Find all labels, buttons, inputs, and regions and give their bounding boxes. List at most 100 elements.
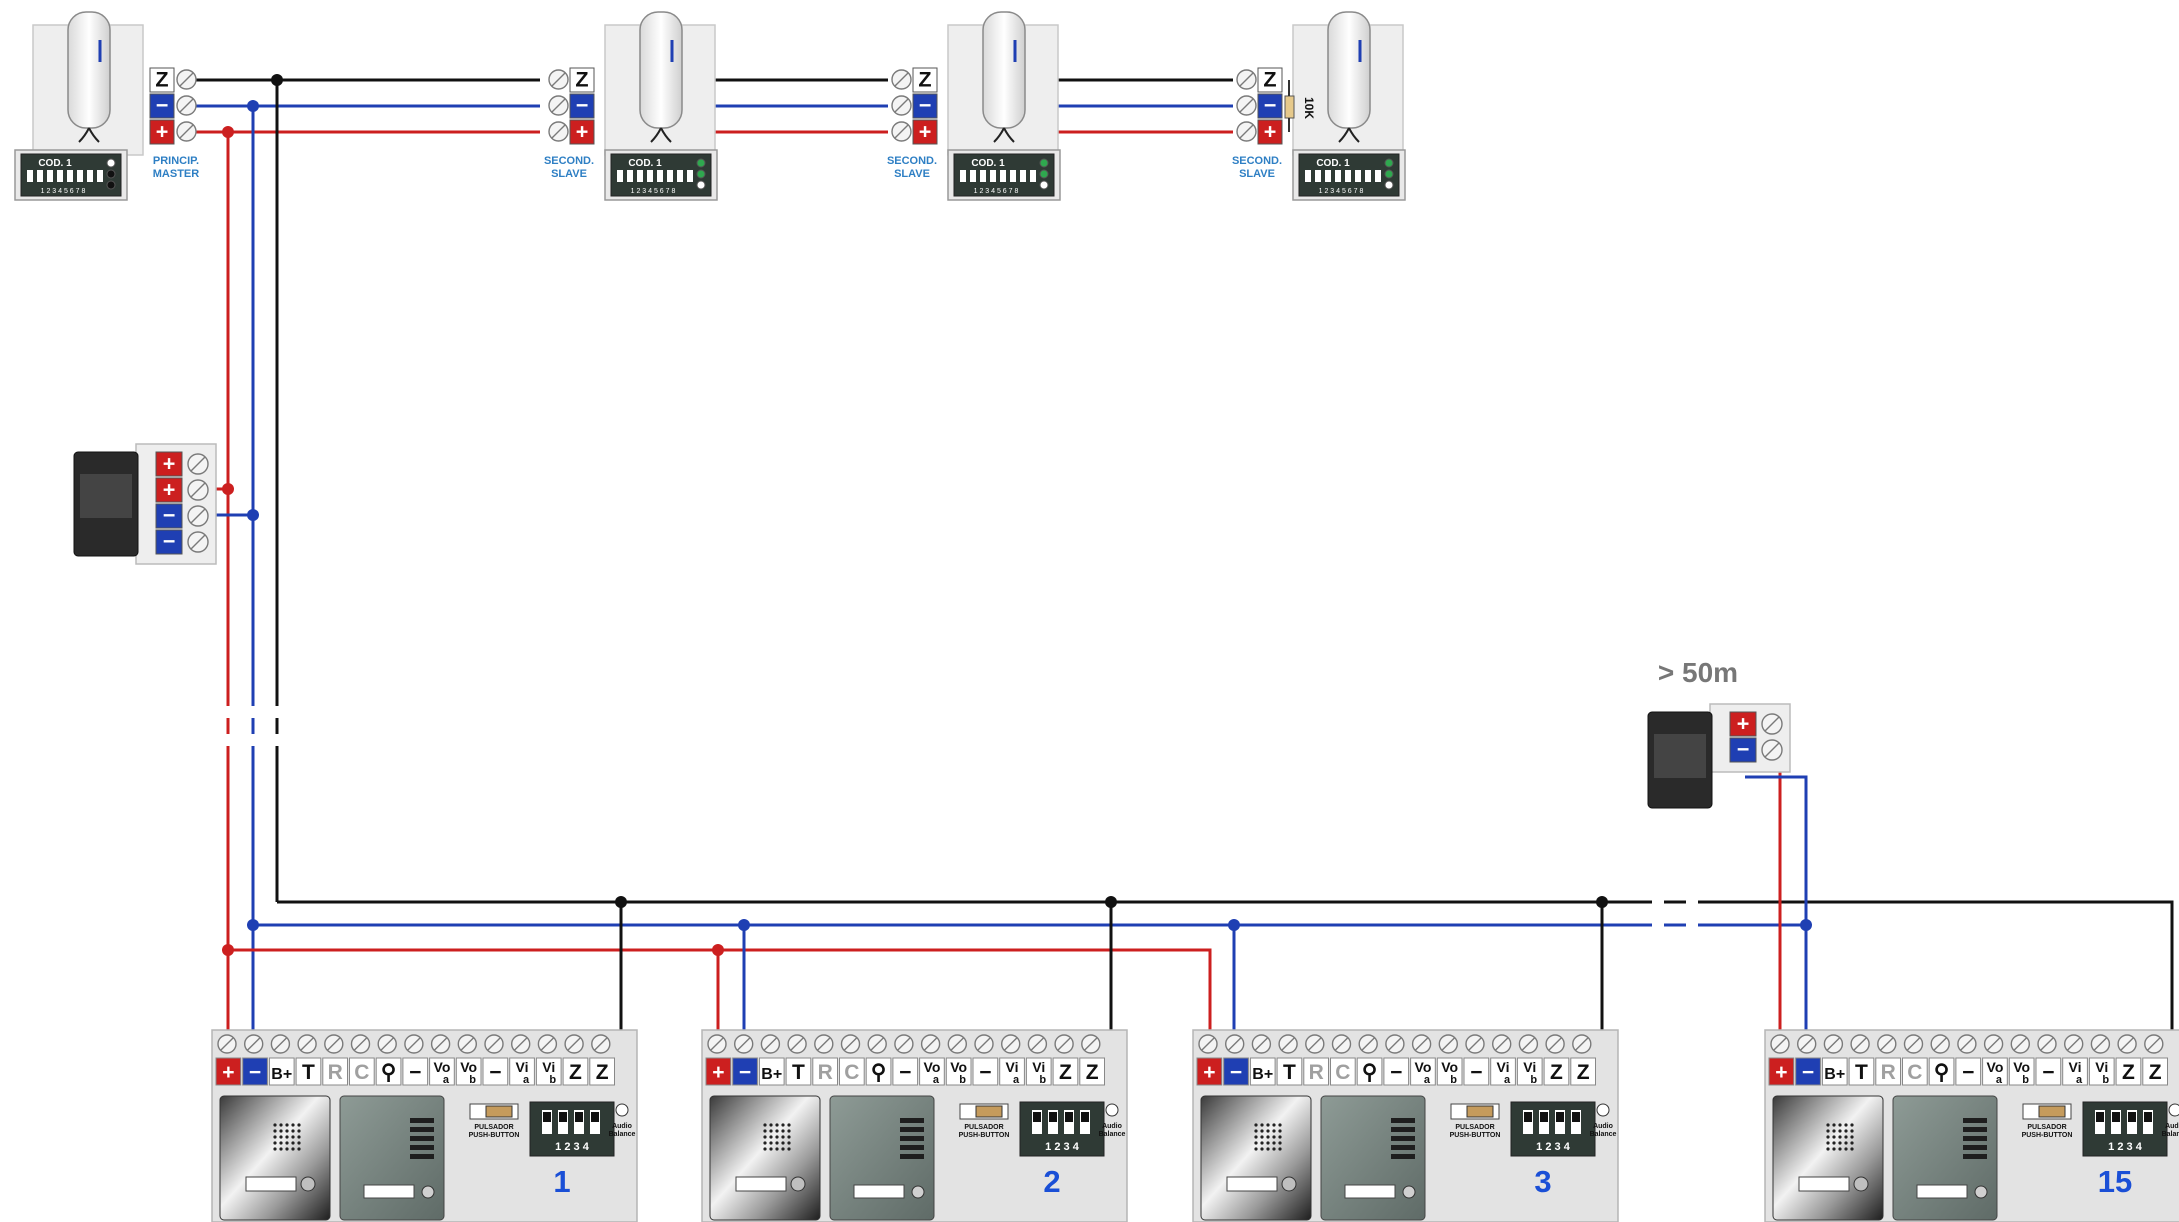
name-card	[245, 1176, 297, 1192]
dip-numbers: 1 2 3 4	[555, 1141, 590, 1153]
speaker-grille-dot	[1260, 1147, 1264, 1151]
panel-terminal-sub: a	[443, 1074, 450, 1086]
panel-terminal-label: Vi	[1497, 1059, 1510, 1075]
speaker-grille-dot	[775, 1129, 779, 1133]
panel-terminal-label: −	[409, 1061, 421, 1084]
panel-terminal-label: Vi	[1523, 1059, 1536, 1075]
panel-terminal	[919, 1057, 945, 1086]
panel-terminal-label: C	[354, 1061, 369, 1084]
panel-terminal	[2008, 1057, 2035, 1086]
handset-cord	[1338, 127, 1360, 143]
panel-terminal	[1955, 1057, 1982, 1086]
speaker-grille-dot	[297, 1123, 301, 1127]
speaker-grille-dot	[285, 1141, 289, 1145]
panel-terminal-sub: a	[933, 1074, 940, 1086]
screw-slot	[567, 1037, 581, 1051]
psu-label-plate	[1654, 734, 1706, 778]
speaker-grille-dot	[1278, 1123, 1282, 1127]
pushbutton-label: PULSADOR	[2027, 1124, 2066, 1131]
screw-slot	[1986, 1037, 2001, 1051]
call-button-icon	[1402, 1185, 1416, 1199]
junction-dot	[247, 919, 259, 931]
speaker-grille-dot	[1272, 1141, 1276, 1145]
screw-slot	[1201, 1037, 1215, 1051]
screw-slot	[300, 1037, 314, 1051]
panel-terminal	[562, 1057, 589, 1086]
screw-slot	[1057, 1037, 1071, 1051]
code-label: COD. 1	[971, 158, 1005, 169]
panel-terminal	[1025, 1057, 1052, 1086]
speaker-grille-dot	[781, 1147, 785, 1151]
panel-terminal-label: −	[899, 1061, 911, 1084]
dip-numbers: 1 2 3 4 5 6 7 8	[41, 188, 86, 195]
speaker-grille-dot	[1278, 1147, 1282, 1151]
dip-switch	[990, 170, 996, 182]
speaker-grille-dot	[1844, 1123, 1848, 1127]
dip-switch	[1020, 170, 1026, 182]
panel-terminal-label: T	[1855, 1061, 1868, 1084]
terminal-box	[912, 119, 938, 145]
panel-terminal-label: ⚲	[381, 1061, 396, 1084]
panel-terminal-label: C	[1907, 1061, 1922, 1084]
speaker-slot	[410, 1127, 434, 1132]
dip-switch-knob	[1081, 1112, 1089, 1122]
screw-slot	[2040, 1037, 2054, 1051]
speaker-grille-dot	[1272, 1129, 1276, 1133]
screw-slot	[1933, 1037, 1947, 1051]
name-card	[1226, 1176, 1278, 1192]
panel-terminal-label: Z	[1577, 1061, 1590, 1084]
resistor-label: 10K	[1302, 97, 1316, 119]
panel-terminal	[732, 1057, 758, 1086]
speaker-slot	[1391, 1154, 1415, 1159]
panel-terminal	[1902, 1057, 1928, 1086]
panel-terminal-label: C	[844, 1061, 859, 1084]
terminal-box	[912, 67, 938, 93]
panel-terminal	[1330, 1057, 1356, 1086]
panel-terminal	[1383, 1057, 1410, 1086]
terminal-label: Z	[1263, 67, 1276, 92]
screw-slot	[894, 124, 909, 139]
panel-terminal	[892, 1057, 919, 1086]
screw-slot	[273, 1037, 288, 1051]
camera-module-icon	[1200, 1095, 1312, 1221]
screw-slot	[1826, 1037, 1841, 1051]
wire-remote-pos	[1745, 748, 1782, 1030]
terminal-label: Z	[918, 67, 931, 92]
panel-terminal-label: −	[739, 1061, 751, 1084]
terminal-label: Z	[155, 67, 168, 92]
dip-switch-knob	[1572, 1112, 1580, 1122]
screw-slot	[870, 1037, 884, 1051]
call-button-icon	[1974, 1185, 1988, 1199]
panel-terminal	[1303, 1057, 1330, 1086]
screw-slot	[1773, 1037, 1787, 1051]
dip-switch-knob	[2144, 1112, 2152, 1122]
panel-terminal	[322, 1057, 348, 1086]
jumper-icon	[106, 158, 116, 168]
speaker-grille-dot	[1260, 1135, 1264, 1139]
terminal-label: Z	[575, 67, 588, 92]
panel-terminal-label: −	[489, 1061, 501, 1084]
panel-terminal-label: Vo	[924, 1059, 941, 1075]
panel-terminal-label: Vi	[1032, 1059, 1045, 1075]
jumper-icon	[696, 180, 706, 190]
panel-terminal	[375, 1057, 402, 1086]
panel-terminal-label: Z	[2149, 1061, 2162, 1084]
dip-switch	[1010, 170, 1016, 182]
handset-icon	[67, 11, 111, 129]
panel-terminal-label: T	[792, 1061, 805, 1084]
dip-switch	[77, 170, 83, 182]
terminal-label: −	[1737, 737, 1750, 762]
panel-terminal	[589, 1057, 615, 1086]
panel-terminal	[1982, 1057, 2008, 1086]
panel-terminal-label: T	[1283, 1061, 1296, 1084]
terminal-label: +	[163, 451, 176, 476]
speaker-slot	[1963, 1118, 1987, 1123]
dip-numbers: 1 2 3 4	[1536, 1141, 1571, 1153]
jumper-cap	[485, 1105, 513, 1118]
name-card	[1916, 1184, 1968, 1199]
screw-slot	[1880, 1037, 1894, 1051]
speaker-grille-dot	[1266, 1129, 1270, 1133]
name-card	[1344, 1184, 1396, 1199]
